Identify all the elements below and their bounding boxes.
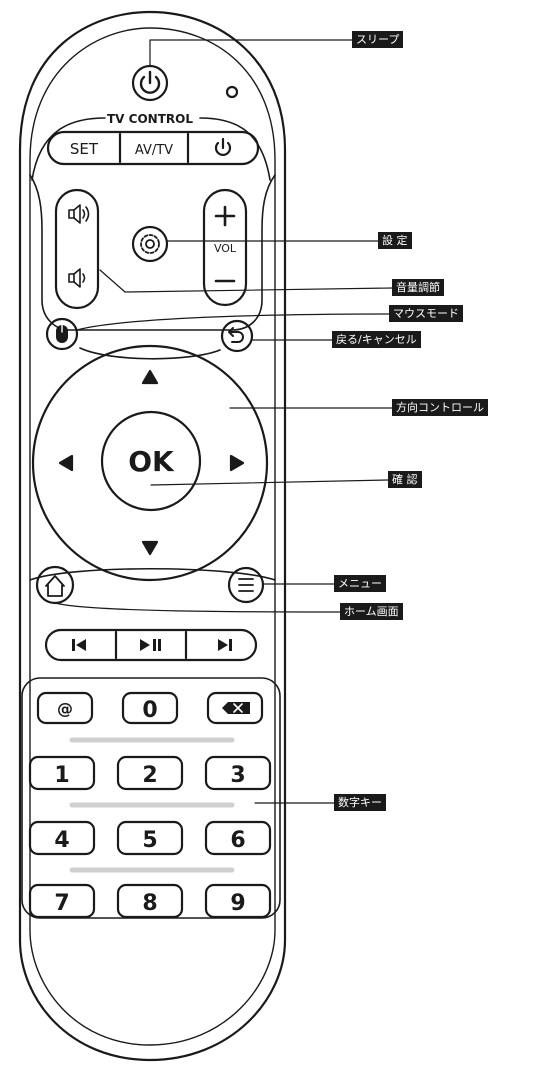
speaker-down-button[interactable] xyxy=(68,268,86,288)
ok-button[interactable]: OK xyxy=(100,410,202,512)
callout-home: ホーム画面 xyxy=(340,603,403,620)
digit-key-6[interactable]: 6 xyxy=(204,820,272,856)
tv-control-frame xyxy=(31,117,271,181)
leader-sleep xyxy=(149,39,353,67)
menu-icon xyxy=(238,578,254,592)
home-button[interactable] xyxy=(35,565,75,605)
digit-label: 5 xyxy=(142,828,157,853)
leader-confirm xyxy=(150,479,389,486)
speaker-down-leader xyxy=(99,269,126,293)
digit-label: 3 xyxy=(230,763,245,788)
callout-sleep: スリープ xyxy=(352,31,404,48)
arrow-down-icon[interactable] xyxy=(141,540,159,556)
speaker-up-button[interactable] xyxy=(68,204,90,224)
backspace-icon xyxy=(222,702,250,714)
previous-icon xyxy=(72,639,86,651)
speaker-down-icon xyxy=(68,268,86,288)
callout-mouse-mode: マウスモード xyxy=(389,305,463,322)
gear-icon xyxy=(140,234,160,254)
arrow-up-icon[interactable] xyxy=(141,369,159,385)
back-button[interactable] xyxy=(220,319,254,353)
digit-key-9[interactable]: 9 xyxy=(204,883,272,919)
menu-button[interactable] xyxy=(227,566,265,604)
set-button[interactable]: SET xyxy=(70,140,99,158)
ok-label: OK xyxy=(128,445,175,478)
speaker-up-icon xyxy=(68,204,90,224)
callout-numeric-keys: 数字キー xyxy=(334,794,386,811)
play-pause-button[interactable] xyxy=(140,639,161,651)
digit-key-8[interactable]: 8 xyxy=(116,883,184,919)
volume-up-button[interactable] xyxy=(214,205,236,227)
digit-label: 2 xyxy=(142,763,157,788)
power-icon xyxy=(214,137,232,156)
tv-control-pill xyxy=(46,130,260,166)
vol-label: VOL xyxy=(214,242,237,255)
mouse-button[interactable] xyxy=(45,317,79,351)
digit-label: 8 xyxy=(142,891,157,916)
remote-inner-outline xyxy=(29,27,276,1046)
volume-section-frame xyxy=(29,174,276,331)
digit-key-5[interactable]: 5 xyxy=(116,820,184,856)
play-pause-icon xyxy=(140,639,161,651)
leader-mouse xyxy=(76,313,390,331)
leader-home xyxy=(54,602,341,613)
settings-button[interactable] xyxy=(131,225,169,263)
home-icon xyxy=(45,575,65,597)
power-button[interactable] xyxy=(131,64,169,102)
callout-confirm: 確 認 xyxy=(388,471,422,488)
digit-label: 6 xyxy=(230,828,245,853)
callout-leaders xyxy=(54,39,393,804)
leader-volume xyxy=(124,287,393,293)
back-icon xyxy=(228,327,244,343)
callout-volume: 音量調節 xyxy=(392,279,444,296)
digit-label: 7 xyxy=(54,891,69,916)
digit-label: 1 xyxy=(54,763,69,788)
media-pill xyxy=(44,628,258,662)
digit-key-2[interactable]: 2 xyxy=(116,755,184,791)
digit-label: 0 xyxy=(142,698,157,723)
lower-section-frame xyxy=(29,567,276,581)
digit-label: 4 xyxy=(54,828,69,853)
previous-button[interactable] xyxy=(72,639,86,651)
next-button[interactable] xyxy=(218,639,232,651)
indicator-led xyxy=(225,85,239,99)
dpad-surround xyxy=(79,347,221,360)
remote-body xyxy=(18,10,287,1062)
arrow-right-icon[interactable] xyxy=(229,454,245,472)
tv-power-button[interactable] xyxy=(214,137,232,156)
mouse-icon xyxy=(56,324,68,343)
arrow-left-icon[interactable] xyxy=(58,454,74,472)
mute-rocker xyxy=(54,188,100,310)
digit-key-7[interactable]: 7 xyxy=(28,883,96,919)
digit-key-1[interactable]: 1 xyxy=(28,755,96,791)
volume-rocker xyxy=(202,188,248,307)
callout-settings: 設 定 xyxy=(378,232,412,249)
av-tv-button[interactable]: AV/TV xyxy=(135,143,173,158)
digit-key-0[interactable]: 0 xyxy=(121,691,179,725)
digit-label: 9 xyxy=(230,891,245,916)
at-key-label: @ xyxy=(57,699,73,718)
tv-control-title: TV CONTROL xyxy=(107,112,193,126)
callout-direction: 方向コントロール xyxy=(392,399,488,416)
backspace-key[interactable] xyxy=(206,691,264,725)
next-icon xyxy=(218,639,232,651)
callout-back-cancel: 戻る/キャンセル xyxy=(332,331,421,348)
digit-key-4[interactable]: 4 xyxy=(28,820,96,856)
power-icon xyxy=(139,70,161,94)
at-key[interactable]: @ xyxy=(36,691,94,725)
digit-key-3[interactable]: 3 xyxy=(204,755,272,791)
callout-menu: メニュー xyxy=(334,575,386,592)
direction-pad[interactable] xyxy=(31,344,269,582)
